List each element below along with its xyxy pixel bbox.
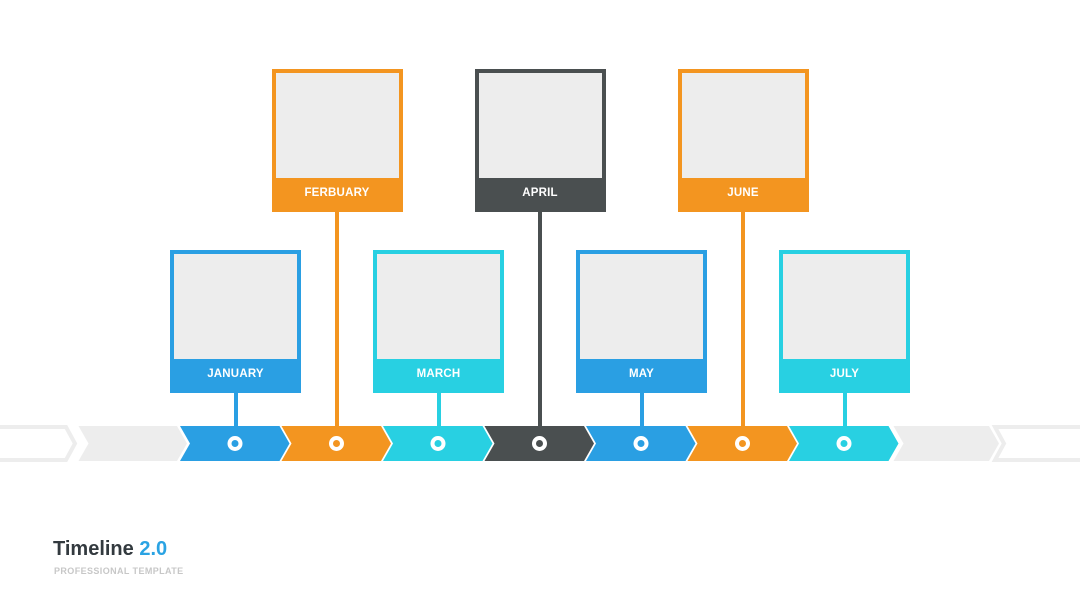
timeline-node-core [434, 440, 442, 447]
connector-stem-may [639, 393, 644, 426]
footer-version: 2.0 [139, 538, 168, 560]
timeline-node-core [333, 440, 340, 447]
month-label: MARCH [377, 359, 500, 389]
month-label: JANUARY [174, 359, 297, 389]
footer-title-text: Timeline [53, 538, 134, 560]
month-card-january: JANUARY [170, 250, 301, 393]
inactive-chevron-left [78, 426, 187, 461]
month-label: JUNE [681, 178, 805, 208]
month-card-march: MARCH [373, 250, 504, 393]
connector-stem-january [233, 393, 238, 426]
timeline-node-core [840, 440, 848, 447]
month-card-april: APRIL [474, 69, 606, 212]
connector-stem-ferbuary [335, 212, 339, 426]
timeline-node-core [231, 440, 239, 447]
timeline-node-core [536, 440, 543, 447]
month-label: FERBUARY [275, 178, 399, 208]
footer-title: Timeline 2.0 [53, 538, 167, 561]
month-label: JULY [783, 359, 906, 389]
connector-stem-march [436, 393, 441, 426]
timeline-node-core [637, 440, 645, 447]
month-card-may: MAY [576, 250, 707, 393]
connector-stem-july [842, 393, 847, 426]
footer-subtitle: PROFESSIONAL TEMPLATE [54, 566, 184, 576]
connector-stem-june [741, 212, 745, 426]
inactive-chevron-right [893, 426, 999, 461]
month-card-june: JUNE [677, 69, 809, 212]
timeline-node-core [739, 440, 746, 447]
month-card-ferbuary: FERBUARY [271, 69, 403, 212]
connector-stem-april [538, 212, 542, 426]
inactive-chevron-right-outline [991, 425, 1080, 462]
month-label: MAY [580, 359, 703, 389]
month-card-july: JULY [779, 250, 910, 393]
month-label: APRIL [478, 178, 602, 208]
inactive-chevron-left-outline [0, 425, 78, 462]
